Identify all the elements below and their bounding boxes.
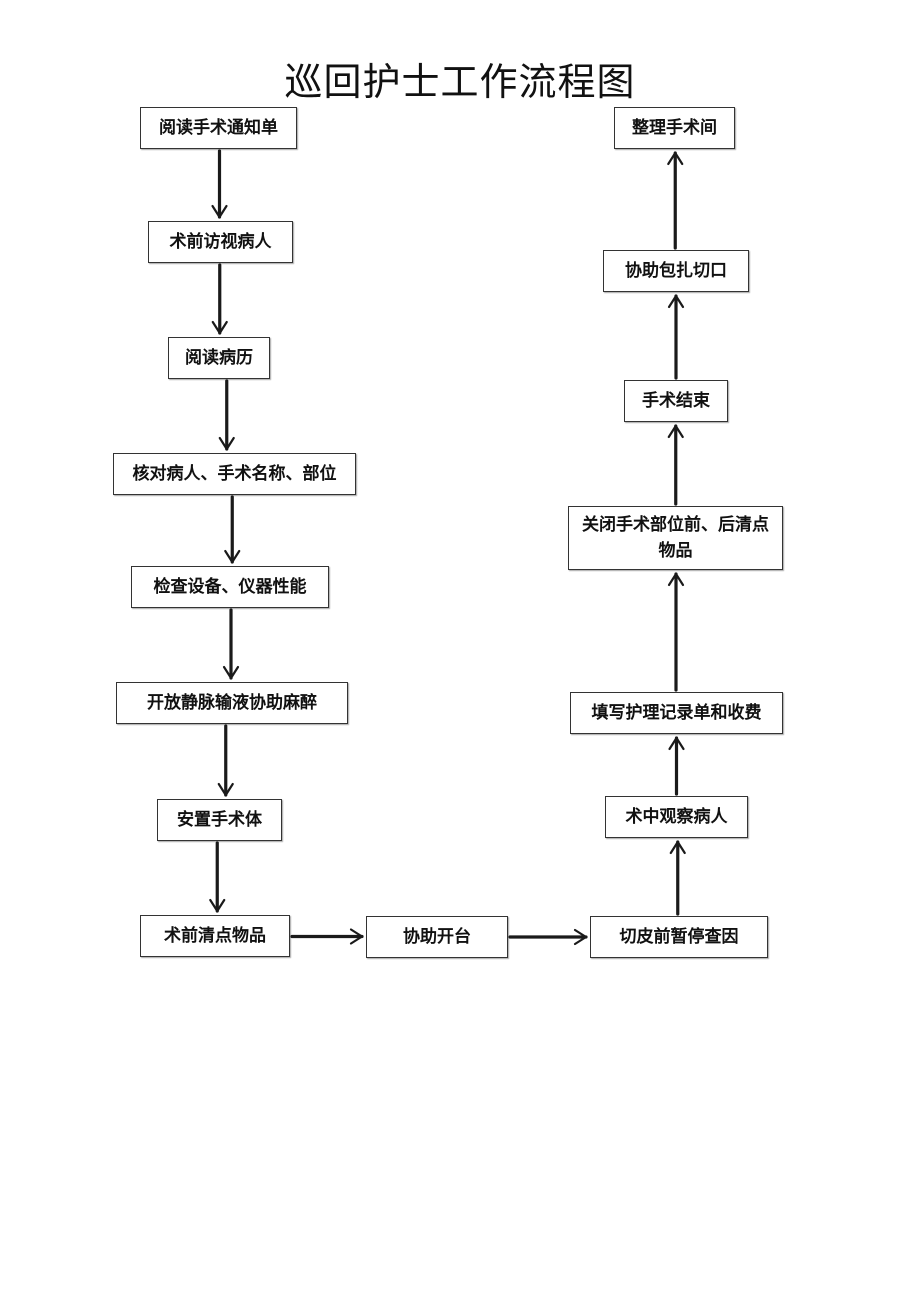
arrowhead — [209, 898, 226, 913]
step-label: 协助开台 — [403, 927, 471, 947]
arrowhead — [211, 320, 228, 335]
step-box-read-surgery-notice: 阅读手术通知单 — [140, 107, 297, 149]
arrowhead — [349, 928, 364, 945]
arrowhead — [224, 549, 241, 564]
step-label: 切皮前暂停查因 — [619, 927, 739, 947]
step-label: 阅读手术通知单 — [159, 118, 278, 138]
arrowhead — [667, 424, 684, 439]
arrowhead — [573, 928, 588, 946]
step-label: 阅读病历 — [185, 348, 253, 368]
page-title: 巡回护士工作流程图 — [284, 60, 636, 104]
step-label: 术前清点物品 — [164, 926, 266, 946]
step-box-read-medical-record: 阅读病历 — [168, 337, 270, 379]
step-label: 核对病人、手术名称、部位 — [132, 464, 337, 484]
arrowhead — [667, 151, 684, 166]
step-box-timeout-before-incision: 切皮前暂停查因 — [590, 916, 768, 958]
step-label: 手术结束 — [642, 391, 710, 411]
arrowhead — [667, 572, 685, 587]
step-box-intraop-observe-patient: 术中观察病人 — [605, 796, 748, 838]
arrowhead — [669, 840, 686, 855]
step-label: 开放静脉输液协助麻醉 — [147, 693, 317, 713]
step-label: 术前访视病人 — [169, 232, 272, 252]
step-box-preop-item-count: 术前清点物品 — [140, 915, 290, 957]
step-box-assist-start: 协助开台 — [366, 916, 508, 958]
step-label: 填写护理记录单和收费 — [591, 703, 762, 723]
step-box-closure-item-count: 关闭手术部位前、后清点物品 — [568, 506, 783, 570]
step-box-assist-wound-dressing: 协助包扎切口 — [603, 250, 749, 292]
step-label: 协助包扎切口 — [625, 261, 727, 281]
step-label: 检查设备、仪器性能 — [153, 577, 307, 597]
step-box-verify-patient-procedure-site: 核对病人、手术名称、部位 — [113, 453, 356, 495]
arrowhead — [667, 294, 685, 309]
step-label: 安置手术体 — [177, 810, 262, 830]
arrowhead — [217, 782, 234, 797]
step-box-surgery-end: 手术结束 — [624, 380, 728, 422]
step-box-tidy-operating-room: 整理手术间 — [614, 107, 735, 149]
step-box-check-equipment: 检查设备、仪器性能 — [131, 566, 329, 608]
step-box-preop-visit: 术前访视病人 — [148, 221, 293, 263]
step-label: 术中观察病人 — [625, 807, 728, 827]
step-box-position-patient: 安置手术体 — [157, 799, 282, 841]
step-box-nursing-record-and-billing: 填写护理记录单和收费 — [570, 692, 783, 734]
arrowhead — [218, 436, 235, 451]
arrowhead — [668, 736, 685, 751]
step-label: 整理手术间 — [632, 118, 717, 138]
arrowhead — [222, 665, 240, 680]
step-box-iv-assist-anesthesia: 开放静脉输液协助麻醉 — [116, 682, 348, 724]
arrowhead — [211, 204, 228, 219]
step-label: 关闭手术部位前、后清点物品 — [582, 515, 769, 561]
